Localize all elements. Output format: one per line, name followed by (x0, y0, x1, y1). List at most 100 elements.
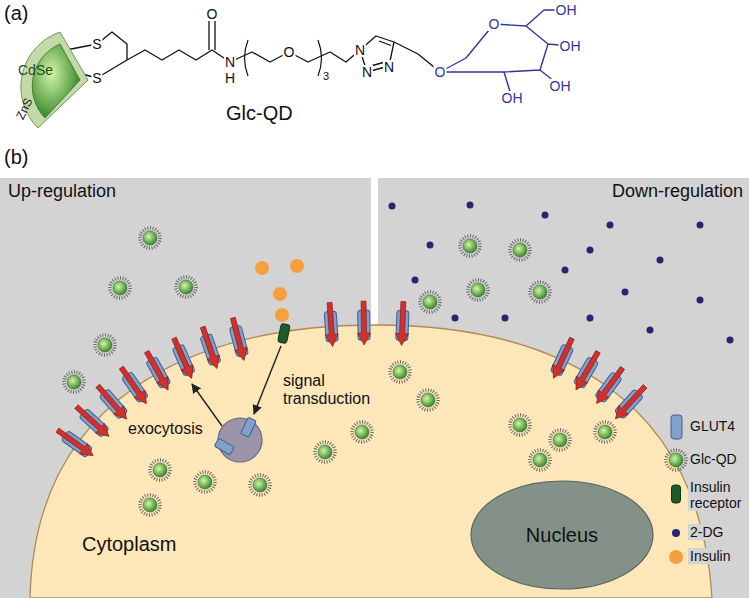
2dg-dot (542, 212, 549, 219)
glc-qd (460, 236, 480, 256)
glc-qd (390, 362, 410, 382)
glc-qd (352, 422, 372, 442)
glut4 (357, 301, 371, 345)
shape (611, 382, 650, 423)
node-text: CdSe (18, 62, 53, 78)
atom-label: O (206, 7, 219, 21)
glut4 (116, 364, 152, 408)
glc-qd (468, 280, 488, 300)
vesicle (218, 418, 262, 462)
quantum-dot: CdSeZnS (8, 30, 90, 130)
2dg-dot (587, 315, 594, 322)
insulin-dot (290, 259, 304, 273)
atom-label: OH (501, 91, 524, 105)
nucleus: Nucleus (470, 480, 654, 590)
exocytosis-arrow (192, 384, 222, 426)
shape (197, 325, 224, 371)
glc-qd (195, 472, 215, 492)
legend-icons (666, 415, 686, 503)
node-text: Up-regulation (8, 181, 116, 202)
insulin-dot (275, 308, 289, 322)
glut4 (395, 301, 410, 346)
2dg-dot (647, 327, 654, 334)
2dg-dot (697, 297, 704, 304)
glut4 (54, 425, 97, 461)
glut4 (227, 316, 251, 362)
legend-text: Insulin (688, 548, 748, 564)
legend-text: Insulin receptor (688, 479, 748, 511)
shape (30, 325, 712, 598)
glc-qd (418, 390, 438, 410)
glut4 (548, 336, 578, 381)
glut4 (72, 402, 113, 441)
shape (227, 316, 251, 362)
2dg-dot (622, 289, 629, 296)
shape (93, 382, 132, 424)
atom-label: N (224, 55, 236, 69)
2dg-dot (427, 242, 434, 249)
glut4 (570, 349, 603, 394)
atom-label: N (361, 65, 373, 79)
atom-label: OH (559, 39, 582, 53)
atom-label: OH (549, 79, 572, 93)
cell: CytoplasmNucleus (30, 325, 712, 598)
glc-qd (95, 335, 115, 355)
shape (471, 481, 653, 589)
atom-label: S (91, 37, 102, 51)
text-label: Glc-QD (226, 102, 293, 125)
glc-qd (420, 292, 440, 312)
legend-swatch (672, 529, 680, 537)
2dg-dot (697, 222, 704, 229)
legend-text: 2-DG (688, 524, 748, 540)
2dg-dot (389, 203, 396, 210)
atom-label: S (91, 71, 102, 85)
glut4-channels (54, 301, 650, 461)
signal-arrow (254, 346, 281, 414)
atom-label: H (224, 71, 236, 85)
text-label: (b) (4, 146, 28, 169)
atom-label: 3 (322, 71, 330, 82)
2dg-dot (452, 315, 459, 322)
2dg-dot (412, 277, 419, 284)
glc-qd (140, 228, 160, 248)
2dg-dot (607, 222, 614, 229)
vesicle-glut4 (241, 417, 257, 437)
glc-qd (110, 278, 130, 298)
glut4 (141, 348, 174, 393)
text-label: signal transduction (283, 372, 378, 409)
legend-swatch (669, 550, 683, 564)
vesicle-glut4 (214, 438, 234, 455)
glc-qd (140, 495, 160, 515)
glc-qd (176, 277, 196, 297)
atom-label: N (383, 60, 395, 74)
shape (591, 364, 627, 407)
glut4 (323, 302, 339, 347)
glc-qd (250, 475, 270, 495)
shape (570, 349, 603, 394)
2dg-dot (657, 257, 664, 264)
glc-qd (550, 430, 570, 450)
shape (141, 348, 174, 393)
shape (323, 302, 339, 347)
atom-label: O (283, 45, 296, 59)
atom-label: N (354, 43, 366, 57)
glut4 (197, 325, 224, 371)
2dg-dot (727, 337, 734, 344)
shape (32, 44, 80, 118)
glc-qd (530, 282, 550, 302)
shape (72, 402, 113, 441)
shape (116, 364, 152, 408)
atom-label: O (434, 65, 447, 79)
glc-qd (315, 442, 335, 462)
shape (54, 425, 97, 461)
glc-qd (150, 460, 170, 480)
text-label: exocytosis (128, 420, 203, 438)
2dg-dot (562, 267, 569, 274)
glut4 (168, 336, 198, 382)
glc-qd (64, 372, 84, 392)
text-label: (a) (4, 2, 28, 25)
insulin-dot (255, 261, 269, 275)
2dg-dot (467, 202, 474, 209)
glut4 (591, 364, 627, 407)
